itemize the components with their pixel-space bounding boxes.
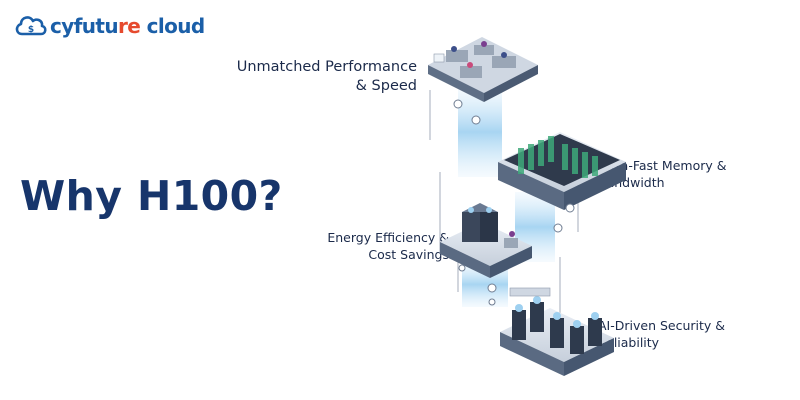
feature-security-line1: AI-Driven Security & [598,318,726,333]
feature-performance: Unmatched Performance & Speed [237,58,417,97]
light-beam-top [458,87,502,177]
feature-memory-line1: Ultra-Fast Memory & [598,158,727,173]
energy-floor [440,203,532,278]
cloud-logo-icon: $ [15,16,47,36]
brand-logo[interactable]: $ cyfuture cloud [14,10,205,42]
server-room-floor [498,132,626,210]
security-floor [500,287,614,376]
feature-performance-line2: & Speed [355,78,417,95]
feature-energy: Energy Efficiency & Cost Savings [327,230,449,263]
node-markers [453,99,575,306]
page-title: Why H100? [20,172,283,220]
isometric-data-center-illustration [428,37,626,376]
server-stack [462,203,498,242]
feature-energy-line1: Energy Efficiency & [327,230,449,245]
svg-text:$: $ [28,25,34,35]
feature-energy-line2: Cost Savings [368,246,449,262]
feature-performance-line1: Unmatched Performance [236,59,417,75]
office-floor [428,37,538,102]
brand-name: cyfuture cloud [50,14,205,38]
